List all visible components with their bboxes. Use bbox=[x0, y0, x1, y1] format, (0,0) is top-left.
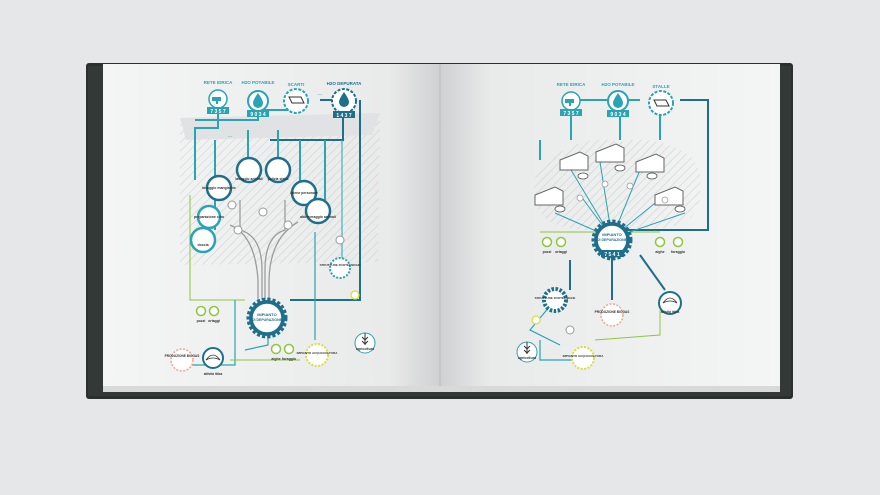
svg-text:---: --- bbox=[228, 134, 233, 139]
pozzi-icon bbox=[195, 305, 207, 317]
output-label: foraggio bbox=[671, 250, 685, 254]
sink-icon bbox=[653, 99, 670, 107]
use-label: igiene personale bbox=[290, 191, 318, 195]
use-label: preparazione cibo bbox=[194, 215, 224, 219]
pig-icon bbox=[674, 205, 686, 213]
aux-label: attività ittica bbox=[204, 372, 223, 376]
scarti-node bbox=[283, 88, 309, 114]
ortaggi-icon bbox=[208, 305, 220, 317]
aux-label: PRODUZIONE BIOGAS bbox=[595, 310, 630, 314]
use-label: abbeveraggio animali bbox=[300, 215, 336, 219]
acquacoltura-node bbox=[571, 346, 595, 370]
pig-icon bbox=[577, 172, 589, 180]
h2o-depurata-badge: 1 4 3 7 bbox=[336, 113, 352, 119]
faucet-icon bbox=[212, 97, 221, 104]
zootecniche-node bbox=[329, 257, 351, 279]
acquacoltura-node bbox=[305, 343, 329, 367]
plant-title: IMPIANTO bbox=[257, 312, 276, 317]
aux-label: attività ittica bbox=[661, 310, 680, 314]
stalle-label: STALLE bbox=[652, 84, 669, 89]
rete-idrica-badge: 7 3 5 7 bbox=[210, 109, 226, 115]
rete-idrica-label: RETE IDRICA bbox=[557, 82, 587, 87]
plant-title: IMPIANTO bbox=[602, 232, 621, 237]
drop-icon bbox=[253, 93, 263, 108]
stalls bbox=[534, 143, 684, 206]
alghe-icon bbox=[654, 236, 666, 248]
h2o-potabile-label: H2O POTABILE bbox=[602, 82, 635, 87]
drop-icon bbox=[339, 92, 349, 107]
h2o-depurata-label: H2O DEPURATA bbox=[327, 81, 363, 86]
output-label: foraggio bbox=[282, 357, 296, 361]
aux-label: STRUTTURE ZOOTECNICHE bbox=[320, 263, 361, 267]
output-label: pozzi bbox=[197, 319, 206, 323]
aux-label: IMPIANTO ACQUACOLTURA bbox=[297, 351, 339, 355]
plant-badge: 7 5 4 1 bbox=[604, 252, 620, 258]
output-label: alghe bbox=[655, 250, 664, 254]
aux-label: IMPIANTO ACQUACOLTURA bbox=[563, 354, 605, 358]
use-label: pulizia stalla bbox=[268, 177, 289, 181]
right-diagram: 7 3 5 7 RETE IDRICA 9 0 3 4 H2O POTABILE… bbox=[516, 82, 709, 370]
biogas-node bbox=[170, 348, 194, 372]
output-label: ortaggi bbox=[555, 250, 567, 254]
foraggio-icon bbox=[672, 236, 684, 248]
plant-subtitle: DI DEPURAZIONE bbox=[252, 318, 283, 322]
ittica-node bbox=[658, 291, 682, 315]
ortaggi-icon bbox=[555, 236, 567, 248]
plant-subtitle: DI DEPURAZIONE bbox=[597, 238, 628, 242]
use-nodes: lavaggio mangiatoie lavaggio animali pul… bbox=[189, 156, 345, 254]
agricoltura-label: agricoltura bbox=[356, 347, 374, 351]
rete-idrica-badge: 7 3 5 7 bbox=[563, 111, 579, 117]
biogas-node bbox=[600, 303, 624, 327]
agricoltura-label: agricoltura bbox=[518, 356, 536, 360]
aux-label: STRUTTURE ZOOTECNICHE bbox=[535, 296, 576, 300]
pig-icon bbox=[554, 205, 566, 213]
output-label: pozzi bbox=[543, 250, 552, 254]
alghe-icon bbox=[270, 343, 282, 355]
rete-idrica-label: RETE IDRICA bbox=[204, 80, 234, 85]
output-label: alghe bbox=[271, 357, 280, 361]
pig-icon bbox=[614, 164, 626, 172]
left-diagram: 7 3 5 7 RETE IDRICA 9 0 3 4 H2O POTABILE… bbox=[165, 80, 380, 376]
svg-text:---: --- bbox=[318, 92, 323, 97]
sink-icon bbox=[288, 96, 305, 104]
scarti-label: SCARTI bbox=[288, 82, 305, 87]
use-label: lavaggio mangiatoie bbox=[202, 186, 236, 190]
wheat-icon bbox=[361, 333, 369, 345]
use-label: doccia bbox=[197, 243, 208, 247]
h2o-potabile-badge: 9 0 3 4 bbox=[610, 112, 626, 118]
drop-icon bbox=[613, 93, 623, 108]
use-label: lavaggio animali bbox=[235, 177, 262, 181]
stalle-node bbox=[648, 90, 674, 116]
h2o-potabile-label: H2O POTABILE bbox=[242, 80, 275, 85]
faucet-icon bbox=[565, 99, 574, 106]
shell-icon bbox=[662, 297, 678, 304]
wheat-icon bbox=[523, 342, 531, 354]
output-label: ortaggi bbox=[208, 319, 220, 323]
pozzi-icon bbox=[541, 236, 553, 248]
shell-icon bbox=[205, 354, 221, 361]
aux-label: PRODUZIONE BIOGAS bbox=[165, 354, 200, 358]
pig-icon bbox=[646, 172, 658, 180]
foraggio-icon bbox=[283, 343, 295, 355]
zootecniche-node bbox=[542, 287, 568, 313]
h2o-potabile-badge: 9 0 3 4 bbox=[250, 112, 266, 118]
